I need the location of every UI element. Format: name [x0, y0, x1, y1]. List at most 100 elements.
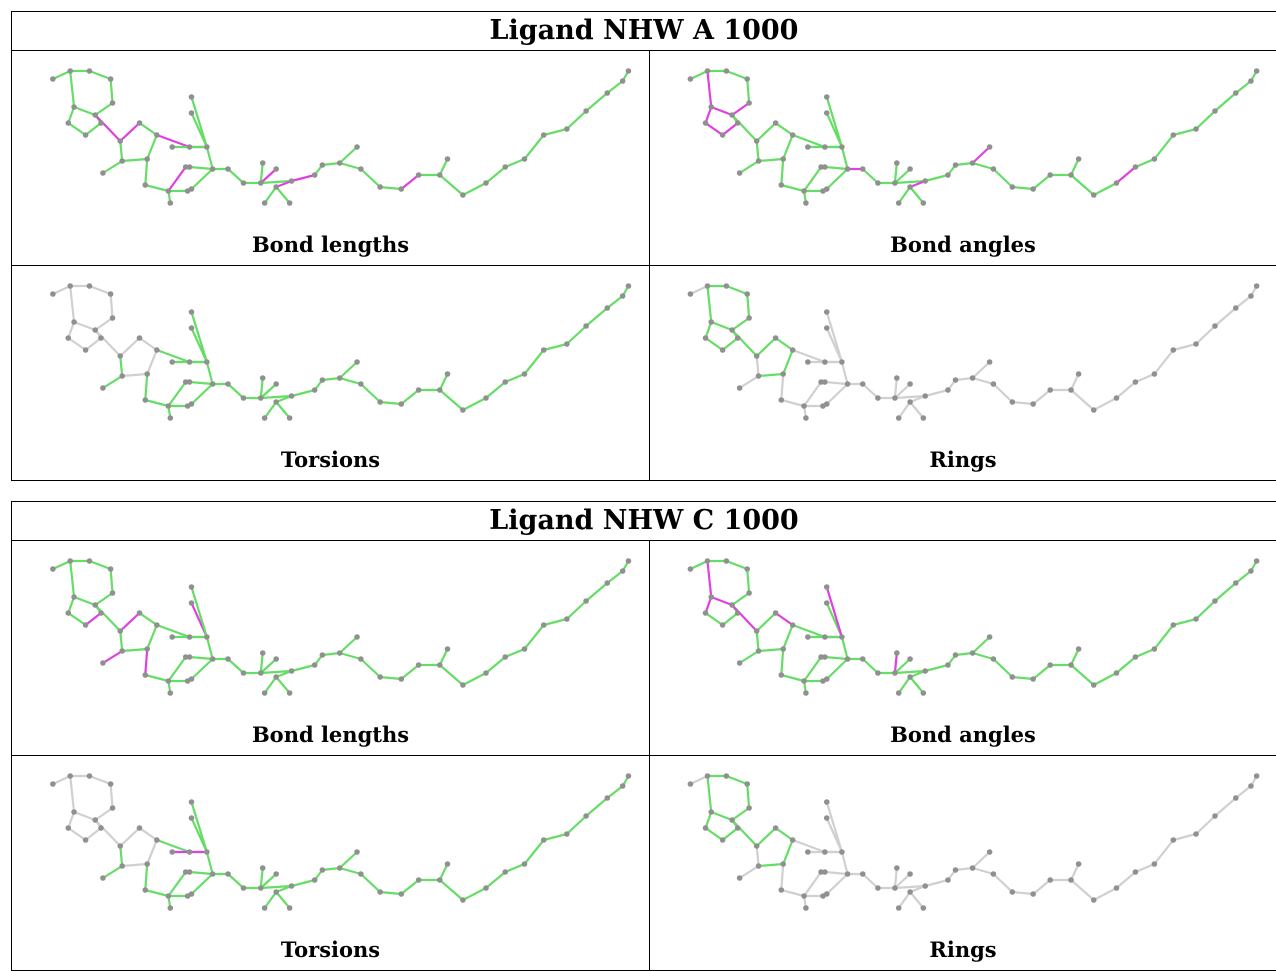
atom-dot	[415, 662, 422, 668]
atom-dot	[398, 186, 405, 192]
atom-dot	[604, 90, 611, 96]
atom-dot	[823, 186, 830, 192]
atom-dot	[1047, 172, 1054, 178]
bond-line	[205, 850, 214, 876]
atom-dot	[167, 415, 174, 421]
bond-line	[757, 647, 785, 653]
bond-line	[992, 382, 1014, 404]
bond-line	[504, 647, 526, 659]
bond-line	[971, 376, 995, 386]
atom-dot	[186, 164, 193, 170]
atom-dot	[1151, 371, 1158, 377]
bond-line	[825, 657, 849, 681]
atom-dot	[273, 674, 279, 680]
bond-line	[88, 284, 112, 296]
molecule-diagram	[687, 773, 1260, 911]
atom-dot	[82, 132, 89, 138]
bond-line	[924, 388, 950, 398]
atom-dot	[109, 805, 116, 811]
bond-line	[746, 292, 751, 320]
bond-line	[338, 376, 362, 386]
bond-line	[725, 69, 749, 81]
bond-line	[1194, 109, 1217, 131]
bond-line	[259, 866, 264, 890]
atom-dot	[50, 566, 56, 572]
bond-line	[1032, 663, 1052, 681]
atom-dot	[805, 849, 811, 855]
bond-line	[840, 850, 849, 876]
atom-dot	[564, 341, 570, 347]
bond-line	[1069, 157, 1080, 177]
atom-dot	[336, 160, 343, 166]
bond-line	[710, 810, 734, 822]
atom-dot	[483, 180, 489, 186]
atom-dot	[169, 144, 176, 150]
bond-line	[94, 113, 122, 143]
atom-dot	[907, 184, 913, 190]
atom-dot	[1253, 283, 1260, 289]
atom-dot	[780, 371, 786, 377]
molecule-diagram	[687, 558, 1260, 696]
atom-dot	[86, 68, 93, 74]
atom-dot	[920, 200, 927, 206]
atom-dot	[604, 795, 611, 801]
bond-line	[1011, 400, 1035, 406]
bond-line	[861, 167, 879, 185]
bond-line	[72, 810, 97, 822]
bond-line	[461, 671, 488, 687]
atom-dot	[822, 869, 828, 875]
bond-line	[101, 374, 124, 390]
bond-line	[897, 185, 912, 205]
bond-line	[755, 354, 760, 378]
atom-dot	[119, 373, 125, 379]
atom-dot	[894, 650, 900, 656]
bond-line	[504, 862, 526, 874]
atom-dot	[144, 156, 150, 162]
atom-dot	[822, 164, 828, 170]
atom-dot	[415, 172, 422, 178]
atom-dot	[225, 656, 231, 662]
atom-dot	[204, 359, 210, 365]
atom-dot	[204, 634, 210, 640]
bond-line	[155, 133, 191, 149]
atom-dot	[273, 656, 279, 662]
atom-dot	[100, 660, 106, 666]
atom-dot	[117, 138, 124, 144]
molecule-diagram	[687, 283, 1260, 421]
bond-line	[897, 400, 912, 420]
atom-dot	[753, 628, 760, 634]
bond-line	[167, 655, 187, 683]
molecule-diagram	[50, 283, 632, 421]
atom-dot	[50, 781, 56, 787]
atom-dot	[71, 104, 77, 110]
atom-dot	[1047, 387, 1054, 393]
bond-line	[338, 145, 359, 165]
bond-line	[908, 675, 925, 695]
atom-dot	[1113, 180, 1120, 186]
atom-dot	[844, 656, 851, 662]
bond-line	[1032, 878, 1052, 896]
bond-line	[119, 354, 124, 378]
bond-line	[780, 183, 806, 193]
bond-line	[167, 870, 187, 898]
bond-line	[51, 69, 72, 81]
bond-line	[205, 635, 214, 661]
atom-dot	[604, 305, 611, 311]
atom-dot	[687, 291, 694, 297]
atom-dot	[1212, 813, 1218, 819]
atom-dot	[1090, 897, 1097, 903]
atom-dot	[188, 891, 195, 897]
atom-dot	[604, 580, 611, 586]
atom-dot	[288, 178, 295, 184]
bond-line	[971, 850, 991, 870]
atom-dot	[165, 893, 172, 899]
atom-dot	[945, 387, 951, 393]
bond-line	[704, 320, 713, 340]
atom-dot	[892, 885, 898, 891]
atom-dot	[822, 379, 828, 385]
bond-line	[259, 382, 278, 400]
bond-line	[190, 95, 208, 149]
atom-dot	[729, 327, 735, 333]
bond-line	[144, 398, 170, 408]
atom-dot	[986, 144, 993, 150]
